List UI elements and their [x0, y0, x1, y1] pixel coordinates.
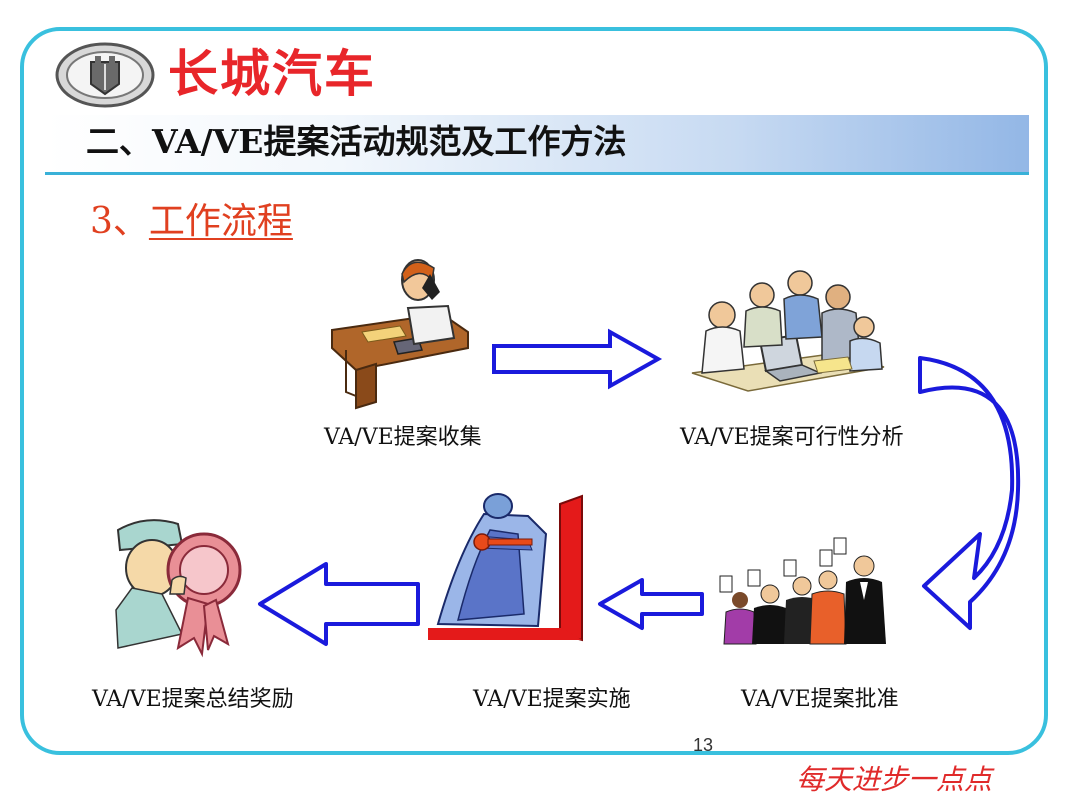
step-label-implement: VA/VE提案实施 [473, 685, 631, 715]
key-door-icon [428, 494, 586, 642]
step-label-collect: VA/VE提案收集 [324, 423, 482, 453]
flow-arrow-right-icon [492, 330, 662, 388]
award-ribbon-icon [112, 514, 248, 658]
footer-motto: 每天进步一点点 [796, 758, 992, 798]
flow-arrow-curve-icon [918, 352, 1020, 632]
page-title: 二、VA/VE提案活动规范及工作方法 [86, 118, 626, 166]
section-number: 3、 [90, 201, 149, 242]
step-label-approve: VA/VE提案批准 [741, 685, 899, 715]
section-heading: 3、工作流程 [90, 198, 293, 246]
title-divider [45, 172, 1029, 175]
page-number: 13 [693, 735, 713, 756]
voting-people-icon [718, 520, 900, 648]
phone-desk-icon [322, 252, 472, 412]
team-meeting-icon [688, 265, 886, 393]
brand-name: 长城汽车 [168, 44, 376, 104]
flow-arrow-left-icon [598, 578, 704, 630]
section-title: 工作流程 [149, 201, 293, 242]
step-label-feasibility: VA/VE提案可行性分析 [680, 423, 904, 453]
step-label-reward: VA/VE提案总结奖励 [92, 685, 294, 715]
flow-arrow-left-icon [258, 562, 420, 646]
great-wall-logo-icon [55, 42, 155, 108]
